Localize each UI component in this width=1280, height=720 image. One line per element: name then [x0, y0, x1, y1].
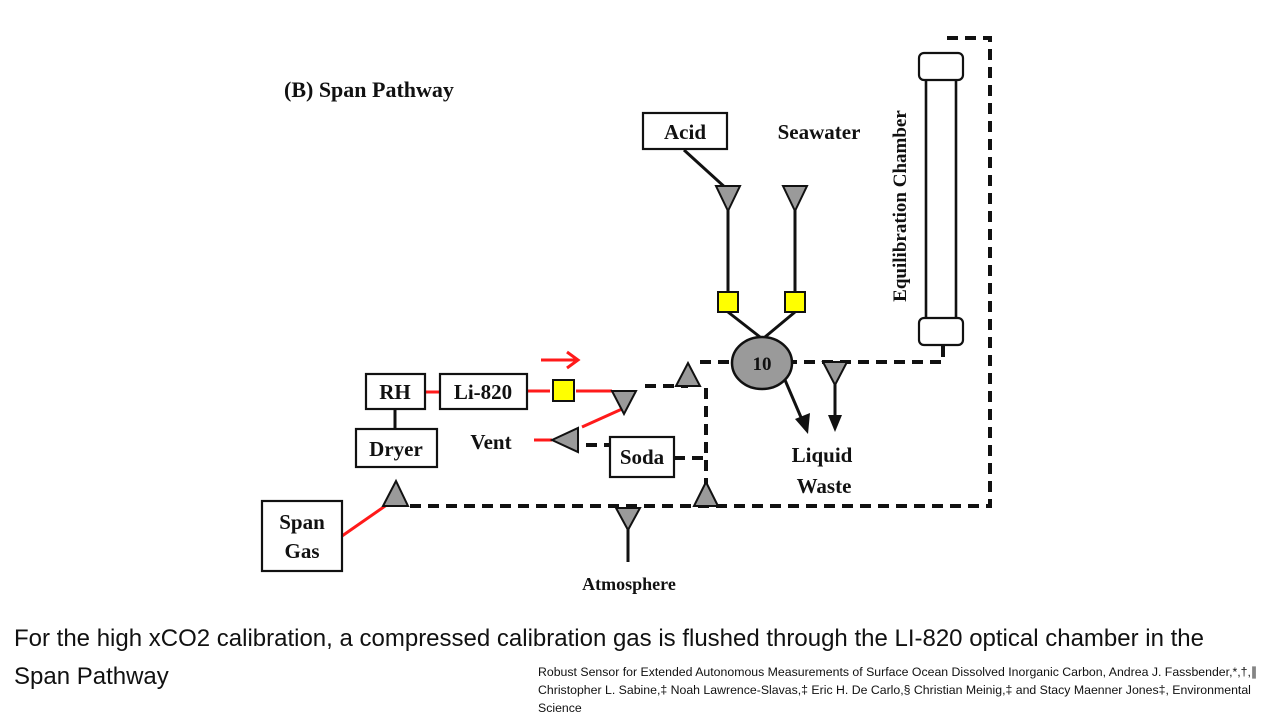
- rh-label: RH: [379, 380, 411, 404]
- span-pathway-diagram: (B) Span Pathway Equilibration Chamber A…: [260, 36, 992, 594]
- acid-line: [682, 148, 730, 292]
- atmosphere-label: Atmosphere: [582, 574, 676, 594]
- liquid-label: Liquid: [792, 443, 853, 467]
- waste-arrowhead-1: [795, 413, 810, 434]
- vent-valve-icon: [610, 390, 638, 417]
- acid-label: Acid: [664, 120, 706, 144]
- equilibration-chamber-label: Equilibration Chamber: [890, 110, 911, 302]
- atmosphere-valve-icon: [614, 507, 642, 533]
- seawater-label: Seawater: [778, 120, 861, 144]
- flow-line-li820: [425, 389, 612, 394]
- soda-box: [608, 435, 676, 479]
- flow-direction-arrow: [541, 350, 581, 370]
- waste-arrowhead-2: [828, 415, 842, 432]
- acid-box: [641, 111, 729, 151]
- equilibration-chamber-cap-top: [917, 51, 965, 82]
- equilibration-chamber-tube: [924, 68, 958, 330]
- slide-caption: For the high xCO2 calibration, a compres…: [14, 625, 1204, 690]
- soda-label: Soda: [620, 445, 665, 469]
- acid-valve-icon: [714, 185, 742, 214]
- ten-port-valve-label: 10: [753, 354, 772, 375]
- vent-label: Vent: [470, 430, 511, 454]
- flow-line-vent: [534, 407, 623, 442]
- diagram-title: (B) Span Pathway: [284, 77, 454, 102]
- acid-pump-icon: [717, 291, 739, 313]
- vent-outlet-valve-icon: [549, 426, 579, 454]
- flow-line-span-gas: [341, 502, 389, 538]
- loop-valve-bottom-icon: [692, 479, 720, 507]
- span-label: Span: [279, 510, 325, 534]
- dashed-line-top: [645, 346, 945, 388]
- gas-label: Gas: [284, 539, 319, 563]
- li820-label: Li-820: [454, 380, 512, 404]
- span-gas-valve-icon: [381, 478, 410, 507]
- waste-arrow-1: [783, 379, 805, 423]
- citation-text: Robust Sensor for Extended Autonomous Me…: [538, 665, 1258, 715]
- dashed-line-soda: [586, 443, 706, 460]
- span-gas-box: [260, 499, 344, 573]
- loop-valve-top-icon: [674, 360, 702, 387]
- waste-valve-icon: [821, 361, 849, 388]
- waste-label: Waste: [797, 474, 852, 498]
- li820-box: [438, 372, 529, 411]
- seawater-to-valve-line: [764, 310, 796, 339]
- ten-port-valve: [730, 335, 794, 391]
- equilibration-chamber-cap-bottom: [917, 316, 965, 347]
- seawater-valve-icon: [781, 185, 809, 214]
- dryer-label: Dryer: [369, 437, 423, 461]
- gas-pump-icon: [552, 379, 575, 402]
- rh-box: [364, 372, 427, 411]
- acid-to-valve-line: [727, 310, 761, 339]
- seawater-pump-icon: [784, 291, 806, 313]
- dryer-box: [354, 427, 439, 469]
